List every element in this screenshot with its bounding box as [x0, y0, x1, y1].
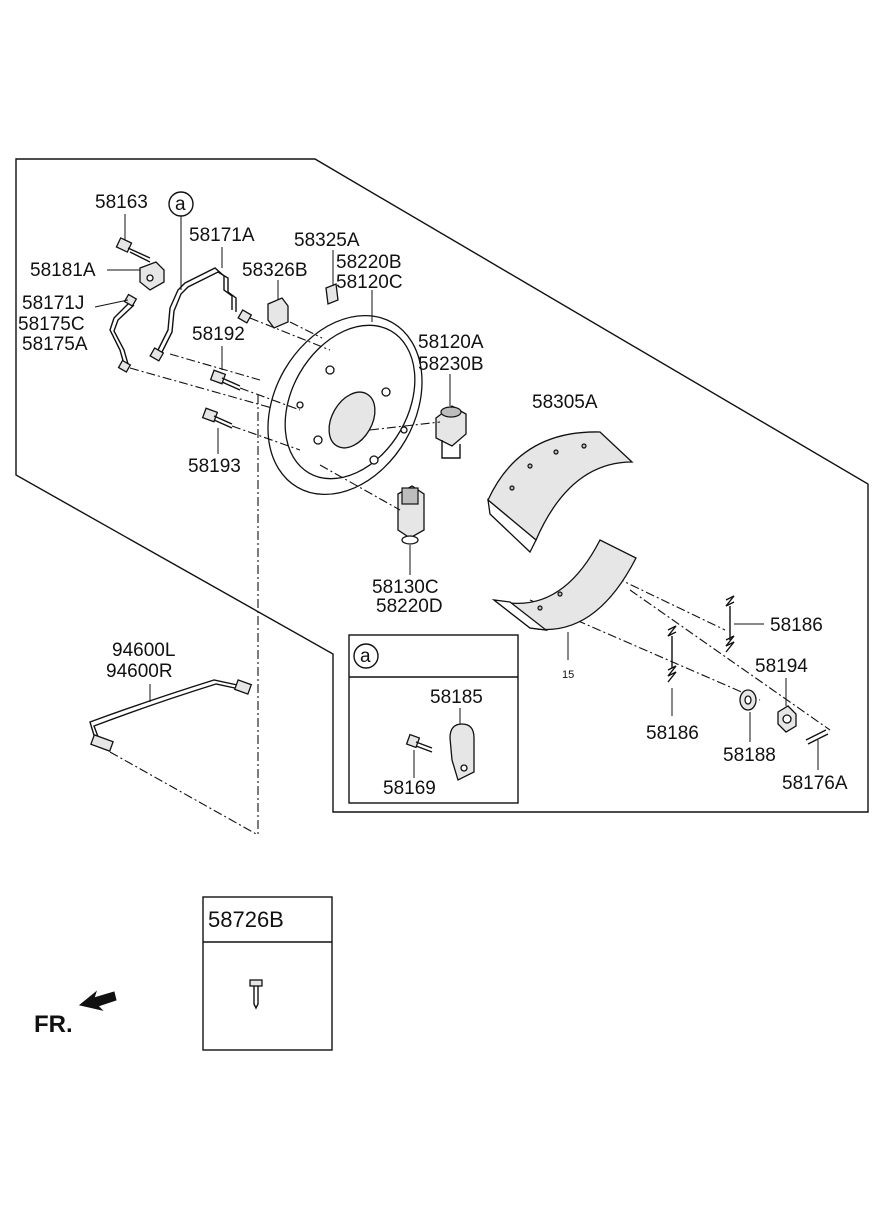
brake-line-58171J — [109, 293, 138, 373]
label-15: 15 — [562, 669, 574, 681]
backing-plate — [267, 314, 423, 496]
label-58120A: 58120A — [418, 332, 484, 353]
label-58305A: 58305A — [532, 392, 598, 413]
label-58220D: 58220D — [376, 596, 443, 617]
clip-58185 — [449, 723, 475, 781]
inset-callout-circle — [353, 643, 379, 669]
front-direction-label: FR. — [34, 1011, 73, 1038]
washer-58188 — [739, 689, 757, 711]
label-58326B: 58326B — [242, 260, 308, 281]
nut-58194 — [777, 705, 797, 733]
label-58171A: 58171A — [189, 225, 255, 246]
label-58185: 58185 — [430, 687, 483, 708]
label-58188: 58188 — [723, 745, 776, 766]
label-58194: 58194 — [755, 656, 808, 677]
label-58175C: 58175C — [18, 314, 85, 335]
label-58186-bottom: 58186 — [646, 723, 699, 744]
assembly-frame — [15, 158, 869, 813]
label-94600L: 94600L — [112, 640, 175, 661]
screw-icon — [249, 979, 263, 1010]
callout-a-top: a — [175, 194, 186, 215]
brake-shoe-58305A — [487, 431, 634, 554]
brake-shoe-15 — [491, 539, 637, 631]
inset-a-box — [348, 634, 519, 804]
leader-dashes — [109, 317, 831, 836]
bolt-58163 — [115, 237, 151, 263]
label-58130C: 58130C — [372, 577, 439, 598]
bolt-58169 — [405, 733, 433, 753]
label-58325A: 58325A — [294, 230, 360, 251]
clip-58326B — [267, 297, 289, 329]
label-58181A: 58181A — [30, 260, 96, 281]
label-58163: 58163 — [95, 192, 148, 213]
label-58230B: 58230B — [418, 354, 484, 375]
wheel-cylinder-58120A — [435, 405, 467, 459]
callout-a-inset: a — [360, 646, 371, 667]
label-58193: 58193 — [188, 456, 241, 477]
label-leaders — [94, 214, 819, 770]
label-94600R: 94600R — [106, 661, 173, 682]
kit-box-58726B — [202, 896, 333, 1051]
connector-58181A — [139, 261, 165, 291]
pin-58176A — [805, 729, 829, 745]
wheel-sensor-94600 — [89, 679, 253, 752]
label-58171J: 58171J — [22, 293, 84, 314]
kit-box-title: 58726B — [208, 907, 284, 932]
label-58220B: 58220B — [336, 252, 402, 273]
brake-line-58171A — [149, 267, 253, 362]
front-arrow-icon — [78, 990, 117, 1011]
label-58175A: 58175A — [22, 334, 88, 355]
spring-58186-top — [725, 595, 735, 653]
label-58169: 58169 — [383, 778, 436, 799]
label-58176A: 58176A — [782, 773, 848, 794]
label-58120C: 58120C — [336, 272, 403, 293]
label-58192: 58192 — [192, 324, 245, 345]
wheel-cylinder-58130C — [397, 485, 425, 545]
bolt-58193 — [201, 407, 233, 429]
label-58186-top: 58186 — [770, 615, 823, 636]
spring-58186-bottom — [667, 625, 677, 683]
bolt-58192 — [209, 369, 241, 391]
